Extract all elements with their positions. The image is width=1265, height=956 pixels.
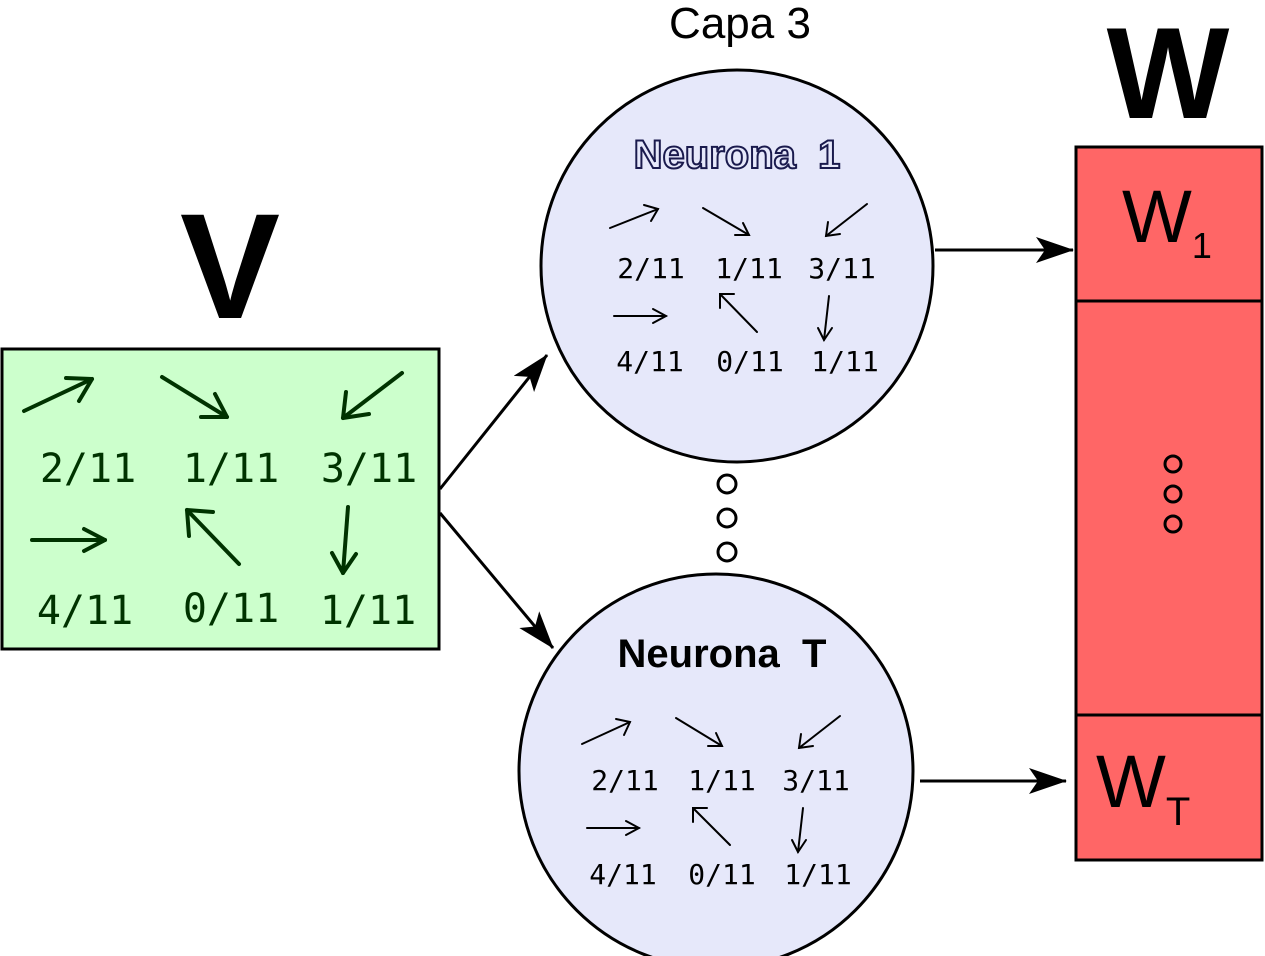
input-fraction: 1/11 bbox=[320, 588, 416, 634]
sw-arrow-icon bbox=[341, 371, 404, 420]
neuron-ellipsis bbox=[716, 473, 738, 563]
layer-title: Capa 3 bbox=[669, 0, 811, 48]
neuron-1-label: Neurona 1 bbox=[634, 133, 841, 177]
w1-subscript: 1 bbox=[1192, 225, 1212, 266]
neuron-fraction: 1/11 bbox=[688, 764, 755, 797]
neuron-t-fractions: 2/11 1/11 3/11 4/11 0/11 1/11 bbox=[589, 764, 851, 891]
output-ellipsis bbox=[1163, 454, 1183, 534]
nw-arrow-icon bbox=[719, 293, 758, 333]
input-arrows bbox=[22, 371, 404, 575]
neuron-fraction: 0/11 bbox=[716, 345, 783, 378]
input-fraction: 3/11 bbox=[321, 446, 417, 492]
neuron-t-label: Neurona T bbox=[618, 632, 827, 676]
neuron-fraction: 2/11 bbox=[617, 252, 684, 285]
wt-base: W bbox=[1096, 740, 1166, 823]
ne-arrow-icon bbox=[609, 204, 660, 229]
se-arrow-icon bbox=[675, 717, 724, 747]
s-arrow-icon bbox=[791, 807, 807, 854]
neuron-1-fractions: 2/11 1/11 3/11 4/11 0/11 1/11 bbox=[616, 252, 878, 378]
neuron-fraction: 2/11 bbox=[591, 764, 658, 797]
input-fraction: 0/11 bbox=[183, 586, 279, 632]
nw-arrow-icon bbox=[185, 508, 241, 566]
neuron-fraction: 1/11 bbox=[784, 858, 851, 891]
w1-base: W bbox=[1122, 175, 1192, 258]
neuron-fraction: 0/11 bbox=[688, 858, 755, 891]
s-arrow-icon bbox=[817, 295, 833, 342]
sw-arrow-icon bbox=[824, 203, 868, 238]
input-fraction: 2/11 bbox=[40, 446, 136, 492]
ne-arrow-icon bbox=[22, 376, 94, 413]
s-arrow-icon bbox=[330, 505, 358, 575]
neuron-1-arrows bbox=[609, 203, 868, 342]
se-arrow-icon bbox=[702, 207, 751, 236]
input-fractions: 2/11 1/11 3/11 4/11 0/11 1/11 bbox=[37, 446, 417, 634]
output-vector bbox=[1074, 145, 1264, 862]
neuron-1 bbox=[539, 68, 935, 464]
output-label: W bbox=[1107, 0, 1230, 146]
neuron-fraction: 3/11 bbox=[808, 252, 875, 285]
output-w1-label: W1 bbox=[1122, 175, 1212, 266]
wt-subscript: T bbox=[1166, 790, 1190, 834]
input-label: V bbox=[180, 182, 280, 350]
output-wt-label: WT bbox=[1096, 740, 1190, 834]
se-arrow-icon bbox=[160, 375, 229, 419]
input-fraction: 4/11 bbox=[37, 588, 133, 634]
input-fraction: 1/11 bbox=[183, 446, 279, 492]
e-arrow-icon bbox=[613, 308, 669, 324]
e-arrow-icon bbox=[30, 527, 107, 553]
connection-v-to-neuron-t bbox=[438, 512, 555, 649]
nw-arrow-icon bbox=[692, 807, 731, 846]
neuron-fraction: 4/11 bbox=[589, 858, 656, 891]
neuron-fraction: 1/11 bbox=[715, 252, 782, 285]
neuron-t-arrows bbox=[581, 715, 841, 854]
ne-arrow-icon bbox=[581, 718, 632, 745]
neuron-fraction: 1/11 bbox=[811, 345, 878, 378]
connection-v-to-neuron-1 bbox=[438, 354, 549, 490]
sw-arrow-icon bbox=[797, 715, 841, 750]
neuron-fraction: 3/11 bbox=[782, 764, 849, 797]
neuron-t bbox=[517, 572, 915, 956]
e-arrow-icon bbox=[586, 820, 642, 836]
neuron-fraction: 4/11 bbox=[616, 345, 683, 378]
